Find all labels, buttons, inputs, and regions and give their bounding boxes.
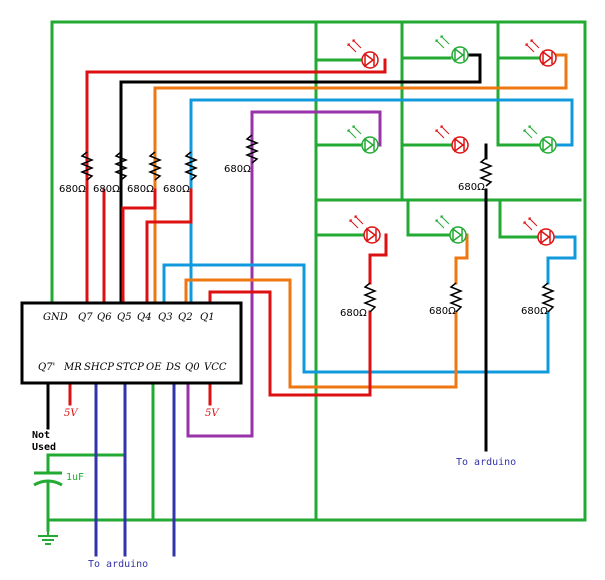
led-green-3-icon xyxy=(539,136,557,154)
svg-text:680Ω: 680Ω xyxy=(429,306,456,317)
resistor-q4 xyxy=(183,151,199,181)
svg-text:STCP: STCP xyxy=(116,362,144,373)
resistor-q7 xyxy=(79,151,95,181)
led-red-1-icon xyxy=(361,51,379,69)
to-arduino-right-label: To arduino xyxy=(456,457,516,468)
svg-text:680Ω: 680Ω xyxy=(163,184,190,195)
svg-text:680Ω: 680Ω xyxy=(127,184,154,195)
not-used-label-line2: Used xyxy=(32,442,56,453)
svg-text:680Ω: 680Ω xyxy=(93,184,120,195)
svg-text:Q5: Q5 xyxy=(117,312,132,323)
resistor-labels: 680Ω 680Ω 680Ω 680Ω 680Ω 680Ω 680Ω 680Ω … xyxy=(59,164,548,319)
led-red-2-icon xyxy=(539,49,557,67)
led-green-2-icon xyxy=(361,136,379,154)
svg-text:GND: GND xyxy=(43,312,68,323)
wire-q5 xyxy=(153,53,568,305)
svg-text:Q4: Q4 xyxy=(137,312,152,323)
wire-q3 xyxy=(162,235,577,374)
svg-text:Q0: Q0 xyxy=(185,362,200,373)
svg-text:680Ω: 680Ω xyxy=(458,182,485,193)
led-green-4-icon xyxy=(449,226,467,244)
capacitor-1uf xyxy=(33,455,63,520)
resistor-q3 xyxy=(540,282,556,313)
resistor-q2 xyxy=(448,282,464,313)
wire-q1 xyxy=(208,233,388,397)
svg-text:680Ω: 680Ω xyxy=(521,306,548,317)
resistor-led-top xyxy=(478,157,494,187)
vcc-5v-label: 5V xyxy=(205,408,220,419)
resistor-zigzags xyxy=(79,134,556,313)
svg-text:Q7: Q7 xyxy=(78,312,93,323)
svg-text:SHCP: SHCP xyxy=(84,362,114,373)
svg-text:Q2: Q2 xyxy=(178,312,193,323)
wire-q2 xyxy=(184,233,469,389)
mr-5v-label: 5V xyxy=(64,408,79,419)
svg-text:Q1: Q1 xyxy=(200,312,215,323)
led-red-3-icon xyxy=(451,136,469,154)
wire-q4 xyxy=(189,98,574,305)
ground-symbol-icon xyxy=(38,530,58,545)
led-symbols xyxy=(361,46,557,246)
resistor-q0 xyxy=(244,134,260,164)
power-stubs xyxy=(68,381,212,406)
svg-text:680Ω: 680Ω xyxy=(224,164,251,175)
chip-bottom-pin-labels: Q7' MR SHCP STCP OE DS Q0 VCC xyxy=(38,362,227,373)
wire-q7 xyxy=(85,58,387,305)
svg-text:Q3: Q3 xyxy=(158,312,173,323)
svg-text:OE: OE xyxy=(146,362,162,373)
svg-text:DS: DS xyxy=(165,362,181,373)
resistor-leads xyxy=(102,188,193,305)
to-arduino-bottom-label: To arduino xyxy=(88,559,148,570)
wire-q6 xyxy=(119,53,482,305)
svg-text:680Ω: 680Ω xyxy=(340,308,367,319)
resistor-q6 xyxy=(113,151,129,181)
resistor-q1 xyxy=(362,282,378,313)
svg-text:Q6: Q6 xyxy=(97,312,112,323)
wire-q0 xyxy=(186,110,382,438)
not-used-label-line1: Not xyxy=(32,430,50,441)
led-red-4-icon xyxy=(363,226,381,244)
capacitor-label: 1uF xyxy=(66,472,84,483)
resistor-q5 xyxy=(147,151,163,181)
led-red-5-icon xyxy=(537,228,555,246)
shift-register-chip xyxy=(20,301,243,385)
svg-text:680Ω: 680Ω xyxy=(59,184,86,195)
svg-text:Q7': Q7' xyxy=(38,362,55,373)
wires-to-arduino-bottom xyxy=(94,381,176,557)
led-green-1-icon xyxy=(451,46,469,64)
chip-top-pin-labels: GND Q7 Q6 Q5 Q4 Q3 Q2 Q1 xyxy=(43,312,215,323)
svg-text:MR: MR xyxy=(63,362,82,373)
ground-bus-wires xyxy=(46,20,587,532)
led-light-arrows xyxy=(347,35,540,231)
svg-text:VCC: VCC xyxy=(204,362,227,373)
